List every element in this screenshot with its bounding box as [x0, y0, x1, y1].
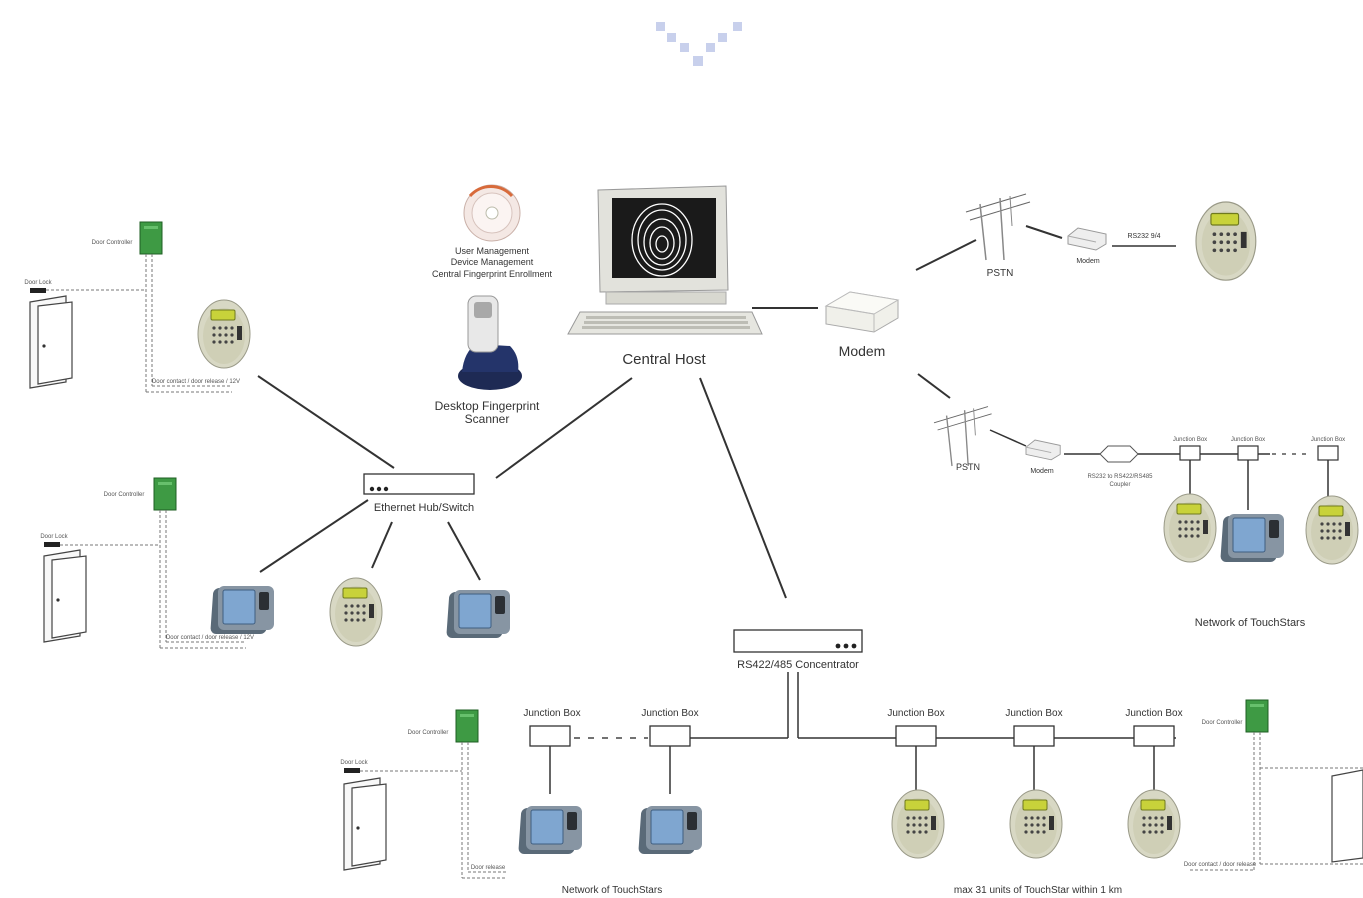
junction-box-label: Junction Box [1231, 437, 1265, 443]
junction-box-label: Junction Box [641, 708, 698, 719]
scanner-label-line-2: Scanner [465, 412, 510, 426]
junction-box-label: Junction Box [523, 708, 580, 719]
wire-label: Door contact / door release / 12V [152, 379, 240, 385]
pstn-pole-icon [965, 193, 1031, 261]
left-upper-door-group: Door Controller Door Lock Door contact /… [24, 221, 251, 393]
pstn-bottom-branch: PSTN Modem RS232 to RS422/RS485 Coupler … [933, 405, 1359, 629]
wire-label: Door release [471, 865, 506, 871]
small-modem-icon [1067, 227, 1107, 251]
bottom-left-network: Junction Box Junction Box Network of Tou… [340, 708, 703, 896]
junction-box-label: Junction Box [1173, 437, 1207, 443]
modem: Modem [824, 291, 900, 359]
touchstar-terminal [1195, 201, 1257, 281]
touchstar-reader [637, 805, 703, 855]
chevron-down-icon [656, 22, 742, 66]
computer-monitor-fingerprint-icon [567, 185, 763, 335]
junction-box-label: Junction Box [1005, 708, 1062, 719]
door-lock-label: Door Lock [24, 280, 52, 286]
converter-icon [1099, 445, 1139, 463]
central-host-label: Central Host [622, 351, 706, 368]
door-controller [455, 709, 479, 743]
hub-label: Ethernet Hub/Switch [374, 502, 474, 514]
door-lock-label: Door Lock [40, 534, 68, 540]
pstn-bottom-modem-label: Modem [1030, 468, 1054, 475]
pstn-top-branch: PSTN Modem RS232 9/4 [965, 193, 1257, 281]
pstn-top-modem-label: Modem [1076, 258, 1100, 265]
fingerprint-scanner-icon [458, 295, 522, 390]
converter-label-2: Coupler [1109, 482, 1130, 488]
junction-box [649, 725, 691, 747]
converter-label-1: RS232 to RS422/RS485 [1087, 474, 1153, 480]
door-controller-label: Door Controller [1202, 720, 1243, 726]
junction-box [1013, 725, 1055, 747]
software-package: User Management Device Management Centra… [432, 184, 553, 279]
door-lock-label: Door Lock [340, 760, 368, 766]
junction-box [529, 725, 571, 747]
max-units-caption: max 31 units of TouchStar within 1 km [954, 885, 1122, 896]
network-of-touchstars-label: Network of TouchStars [1195, 617, 1306, 629]
touchstar-terminal [1163, 493, 1217, 563]
door-controller-label: Door Controller [408, 730, 449, 736]
desktop-scanner: Desktop Fingerprint Scanner [435, 295, 540, 426]
pstn-pole-icon [933, 405, 993, 467]
door-controller [139, 221, 163, 255]
rs422-concentrator: RS422/485 Concentrator [733, 629, 863, 671]
door-controller [153, 477, 177, 511]
connection-lines [257, 239, 977, 599]
modem-label: Modem [839, 343, 886, 359]
pstn-top-label: PSTN [987, 268, 1014, 279]
wire-label: Door contact / door release [1184, 862, 1257, 868]
network-of-touchstars-label: Network of TouchStars [562, 885, 662, 896]
door-controller-label: Door Controller [104, 492, 145, 498]
modem-icon [824, 291, 900, 333]
touchstar-reader [209, 585, 275, 635]
touchstar-reader [445, 589, 511, 639]
software-line-3: Central Fingerprint Enrollment [432, 269, 553, 279]
small-modem-icon [1025, 439, 1061, 461]
junction-box-label: Junction Box [1125, 708, 1182, 719]
junction-box [895, 725, 937, 747]
scanner-label-line-1: Desktop Fingerprint [435, 399, 540, 413]
bottom-right-network: Junction Box Junction Box Junction Box m… [887, 699, 1363, 896]
rs232-link-label: RS232 9/4 [1127, 233, 1160, 240]
junction-box-label: Junction Box [887, 708, 944, 719]
ethernet-hub: Ethernet Hub/Switch [363, 473, 475, 514]
door [43, 549, 87, 643]
software-line-1: User Management [455, 246, 530, 256]
touchstar-reader [1219, 513, 1285, 563]
touchstar-terminal [1305, 495, 1359, 565]
door-controller [1245, 699, 1269, 733]
touchstar-reader [517, 805, 583, 855]
bus-lines [574, 672, 1176, 739]
door [29, 295, 73, 389]
wire-label: Door contact / door release / 12V [166, 635, 254, 641]
pstn-bottom-label: PSTN [956, 462, 980, 472]
junction-box [1179, 445, 1201, 461]
cd-disc-icon [463, 184, 521, 242]
door [343, 777, 387, 871]
touchstar-terminal [197, 299, 251, 369]
junction-box [1317, 445, 1339, 461]
touchstar-terminal [891, 789, 945, 859]
door [1331, 769, 1363, 863]
door-controller-label: Door Controller [92, 240, 133, 246]
junction-box-label: Junction Box [1311, 437, 1345, 443]
left-lower-door-group: Door Controller Door Lock Door contact /… [40, 477, 511, 649]
concentrator-label: RS422/485 Concentrator [737, 659, 859, 671]
junction-box [1133, 725, 1175, 747]
junction-box [1237, 445, 1259, 461]
touchstar-terminal [1127, 789, 1181, 859]
touchstar-terminal [329, 577, 383, 647]
software-line-2: Device Management [451, 257, 534, 267]
touchstar-terminal [1009, 789, 1063, 859]
central-host: Central Host [567, 185, 763, 368]
